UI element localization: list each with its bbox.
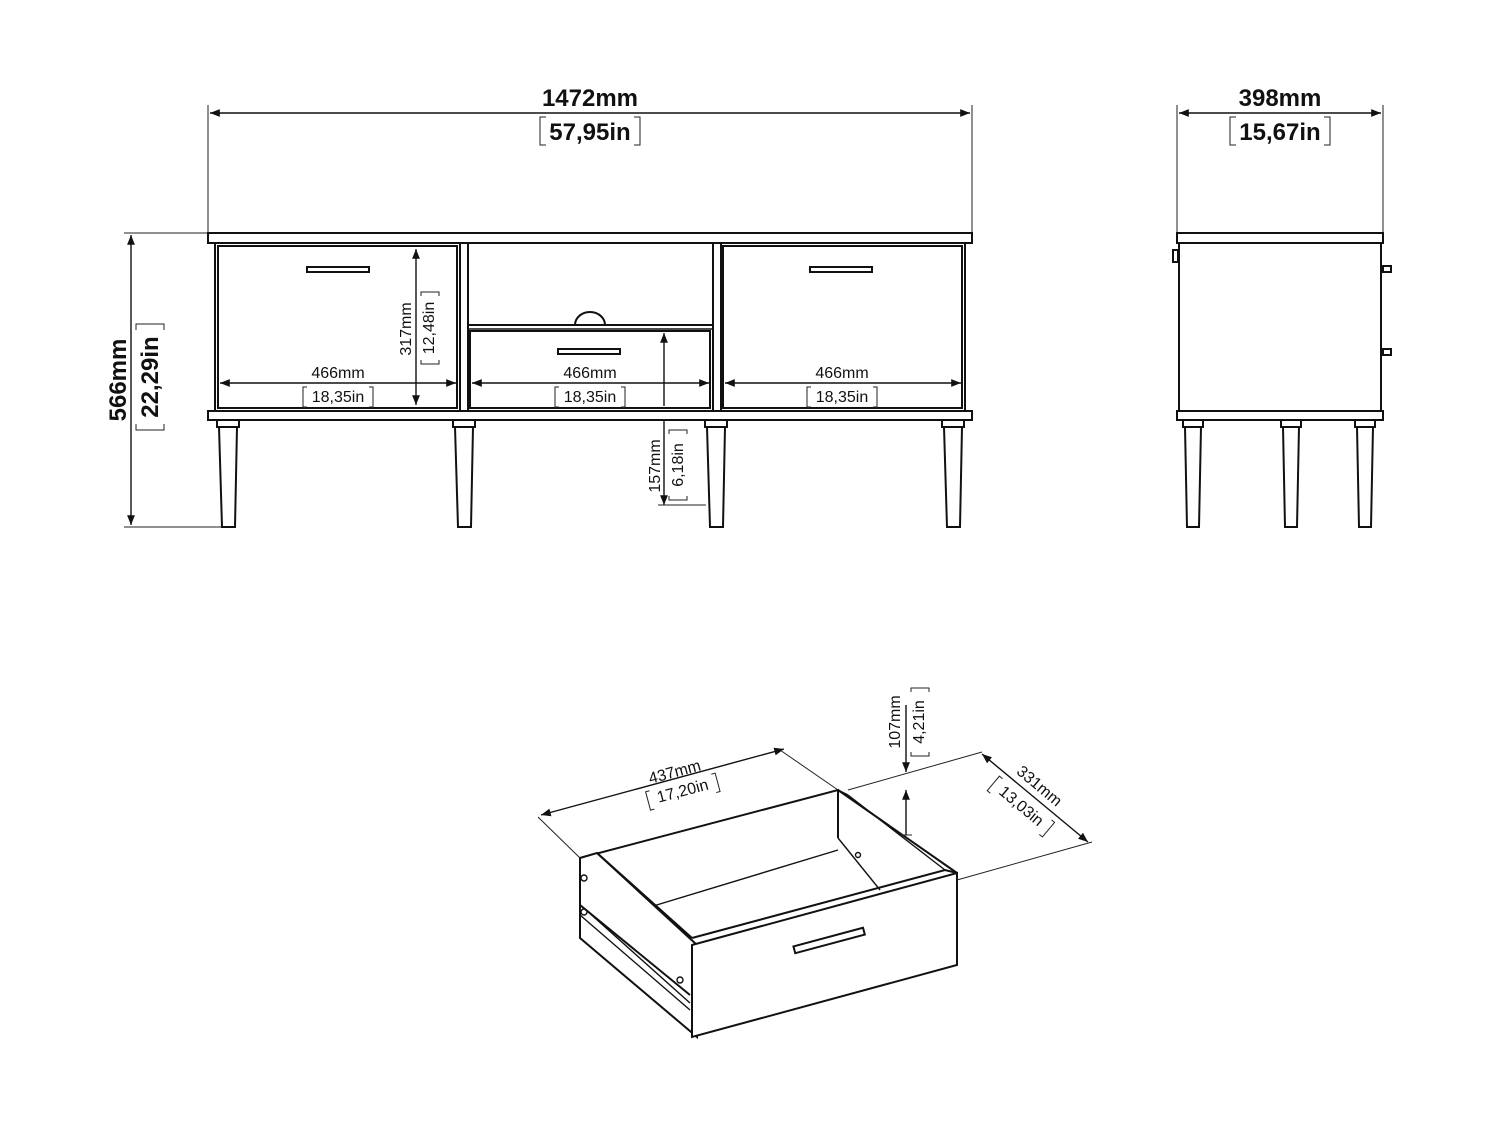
drawer-isometric-view: 437mm 17,20in 107mm 4,21in 331mm 13,03in	[537, 687, 1093, 1040]
right-door-handle	[809, 266, 873, 273]
svg-text:15,67in: 15,67in	[1239, 119, 1320, 146]
right-door	[722, 245, 963, 409]
cabinet-plinth	[207, 410, 973, 421]
side-body	[1178, 242, 1382, 412]
compartment-height-inches: 12,48in	[420, 291, 440, 365]
drawer-depth-dimension-line	[981, 753, 1089, 843]
side-view: 398mm 15,67in	[1172, 85, 1392, 528]
left-compartment-inches: 18,35in	[302, 386, 374, 408]
svg-text:18,35in: 18,35in	[816, 389, 869, 406]
leg-height-inches: 6,18in	[668, 429, 688, 501]
left-compartment-mm: 466mm	[311, 365, 364, 382]
svg-text:18,35in: 18,35in	[312, 389, 365, 406]
front-width-mm: 1472mm	[542, 85, 638, 112]
front-width-inches: 57,95in	[539, 116, 641, 146]
front-height-inches: 22,29in	[135, 323, 165, 431]
svg-text:57,95in: 57,95in	[549, 119, 630, 146]
side-depth-mm: 398mm	[1239, 85, 1322, 112]
drawer-height-inches: 4,21in	[910, 687, 930, 757]
svg-text:18,35in: 18,35in	[564, 389, 617, 406]
drawer-width-dimension-line	[540, 747, 785, 817]
middle-drawer-handle	[557, 348, 621, 355]
middle-compartment-inches: 18,35in	[554, 386, 626, 408]
drawer-front-handle	[792, 926, 867, 955]
front-height-mm: 566mm	[105, 339, 132, 422]
right-compartment-mm: 466mm	[815, 365, 868, 382]
compartment-height-mm: 317mm	[398, 302, 415, 355]
drawer-front-panel	[691, 871, 958, 1039]
left-door-handle	[306, 266, 370, 273]
svg-text:12,48in: 12,48in	[421, 302, 438, 355]
side-plinth	[1176, 410, 1384, 421]
svg-text:6,18in: 6,18in	[670, 443, 687, 487]
side-legs	[1182, 419, 1376, 528]
drawer-height-mm: 107mm	[887, 695, 904, 748]
leg-height-mm: 157mm	[647, 439, 664, 492]
svg-text:4,21in: 4,21in	[911, 700, 928, 744]
front-legs	[216, 419, 965, 528]
middle-compartment-mm: 466mm	[563, 365, 616, 382]
right-compartment-inches: 18,35in	[806, 386, 878, 408]
middle-drawer	[469, 330, 711, 409]
cable-hole	[574, 311, 606, 326]
cabinet-top	[207, 232, 973, 244]
side-top	[1176, 232, 1384, 244]
left-door	[217, 245, 458, 409]
front-view: 1472mm 57,95in 566mm 22,29in	[105, 85, 973, 528]
side-depth-inches: 15,67in	[1229, 116, 1331, 146]
svg-text:22,29in: 22,29in	[137, 336, 164, 417]
